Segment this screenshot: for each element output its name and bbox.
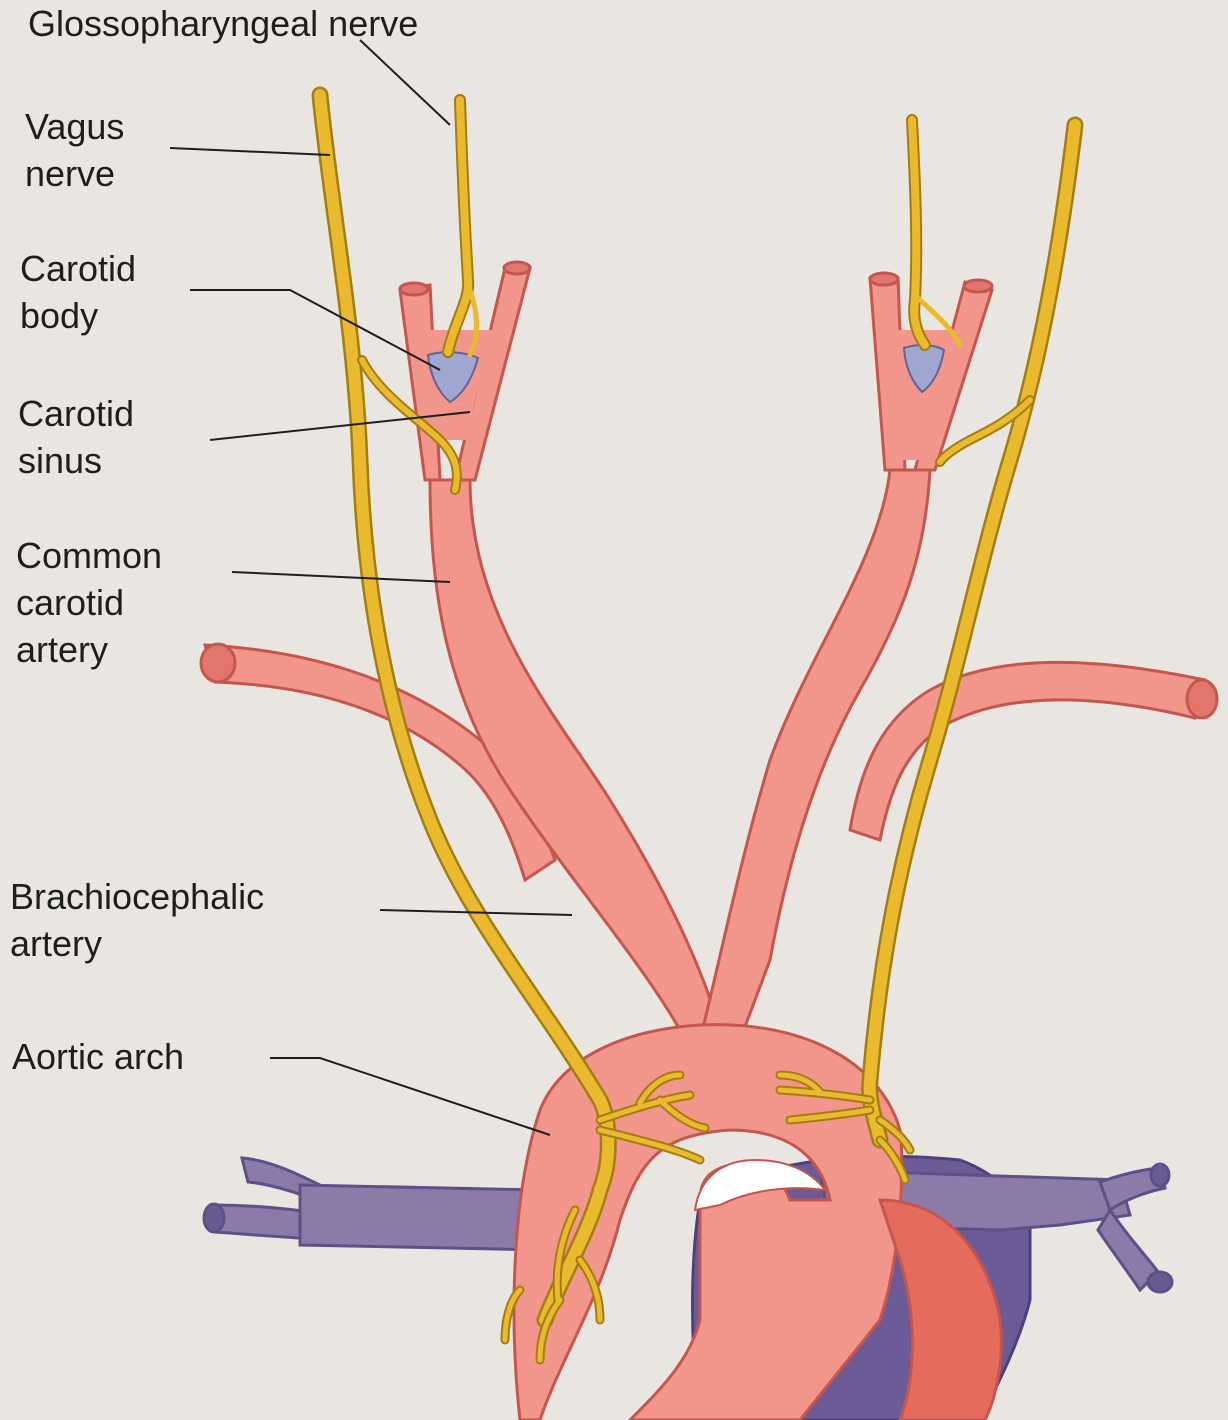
label-line: Carotid	[20, 245, 136, 292]
label-common-carotid-artery: Common carotid artery	[16, 532, 162, 673]
label-line: artery	[10, 920, 264, 967]
leader-vagus	[170, 148, 330, 155]
label-line: Common	[16, 532, 162, 579]
leader-aortic-arch	[270, 1058, 550, 1135]
right-vagus-nerve	[870, 125, 1075, 1140]
label-line: carotid	[16, 579, 162, 626]
label-line: Vagus	[25, 103, 124, 150]
label-line: Glossopharyngeal nerve	[28, 0, 418, 47]
label-line: sinus	[18, 437, 134, 484]
leader-common-carotid	[232, 572, 450, 582]
label-carotid-sinus: Carotid sinus	[18, 390, 134, 484]
label-aortic-arch: Aortic arch	[12, 1033, 184, 1080]
label-line: Aortic arch	[12, 1033, 184, 1080]
label-line: nerve	[25, 150, 124, 197]
right-subclavian-artery	[850, 663, 1205, 841]
label-glossopharyngeal-nerve: Glossopharyngeal nerve	[28, 0, 418, 47]
label-line: artery	[16, 626, 162, 673]
label-brachiocephalic-artery: Brachiocephalic artery	[10, 873, 264, 967]
label-line: Brachiocephalic	[10, 873, 264, 920]
label-line: body	[20, 292, 136, 339]
leader-glossopharyngeal	[360, 40, 450, 125]
label-carotid-body: Carotid body	[20, 245, 136, 339]
left-vein-trunk	[300, 1185, 545, 1250]
label-vagus-nerve: Vagus nerve	[25, 103, 124, 197]
label-line: Carotid	[18, 390, 134, 437]
